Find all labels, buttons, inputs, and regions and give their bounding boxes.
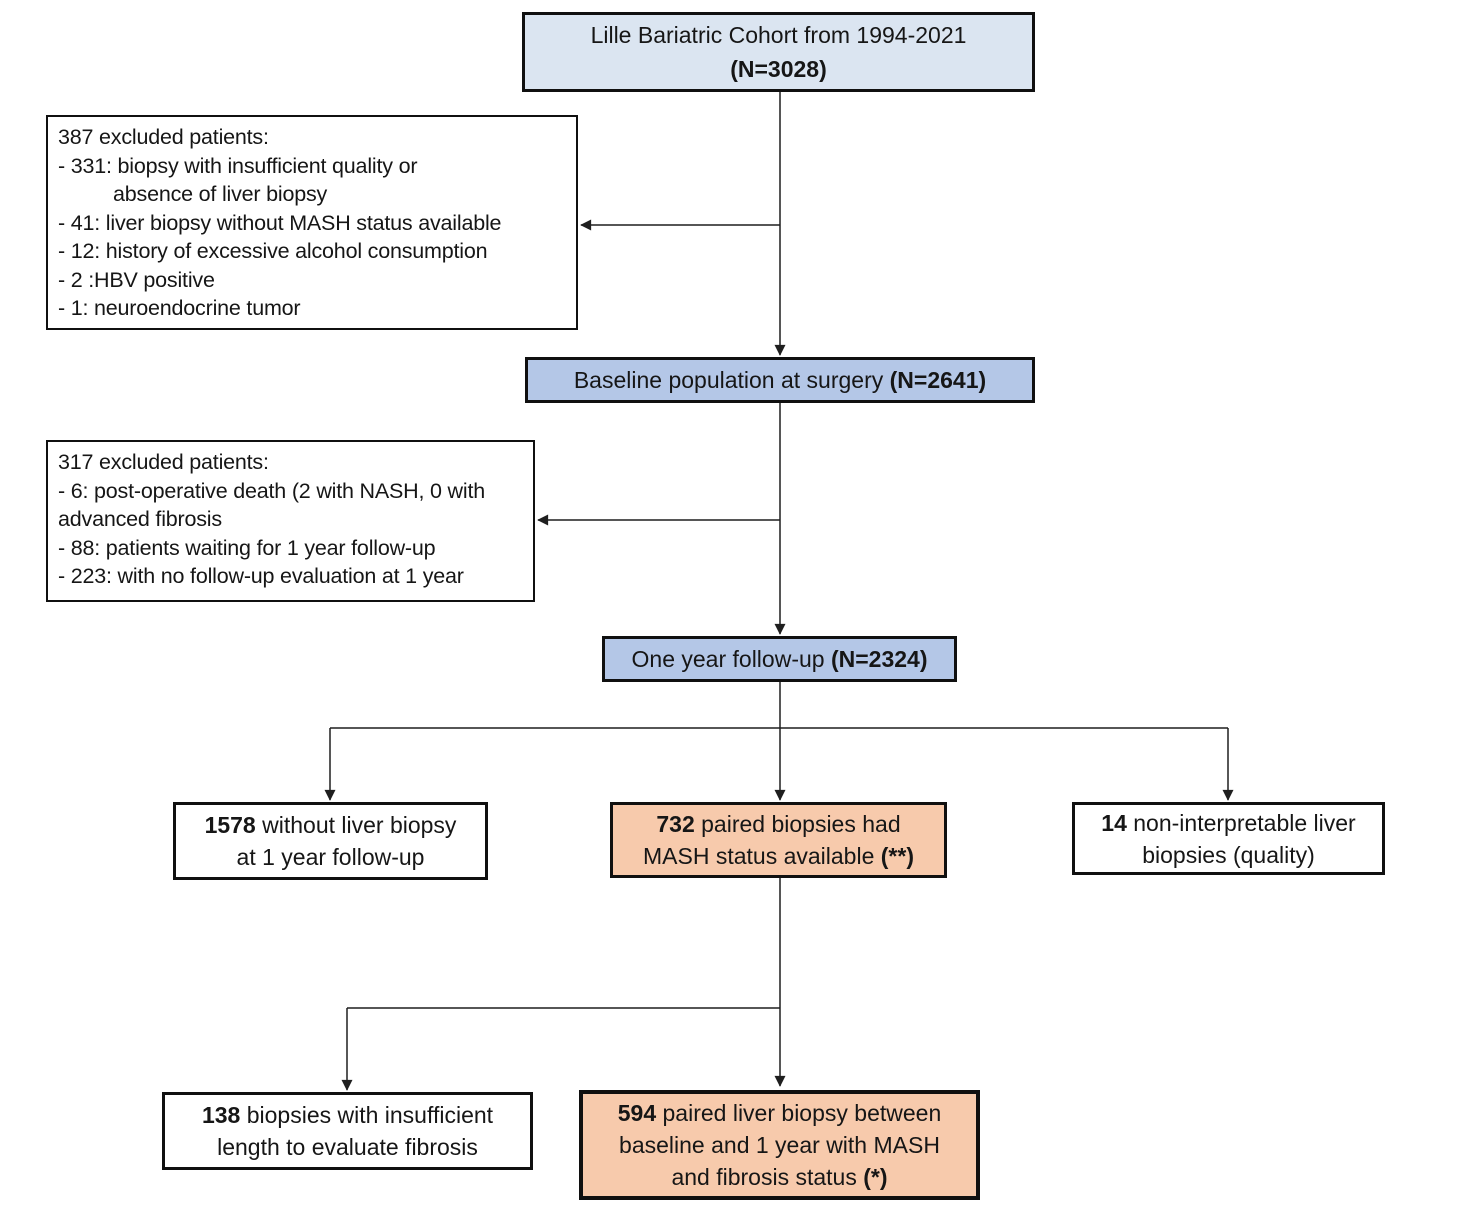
paired-594-marker: (*) [863, 1164, 888, 1190]
paired-732-n: 732 [656, 811, 695, 837]
paired-594-text2: baseline and 1 year with MASH [619, 1132, 940, 1158]
insufficient-n: 138 [201, 1102, 241, 1128]
exclusion-387-item: - 41: liver biopsy without MASH status a… [58, 210, 502, 235]
exclusion-317-item: - 223: with no follow-up evaluation at 1… [58, 564, 464, 588]
exclusion-box-317: 317 excluded patients: - 6: post-operati… [46, 440, 535, 602]
exclusion-387-item: - 2 :HBV positive [58, 267, 215, 292]
paired-732-text1: paired biopsies had [694, 811, 901, 837]
exclusion-317-item: - 88: patients waiting for 1 year follow… [58, 535, 436, 560]
no-biopsy-text1: without liver biopsy [255, 812, 457, 838]
paired-594-n: 594 [617, 1100, 657, 1126]
no-biopsy-n: 1578 [204, 812, 256, 838]
baseline-label: Baseline population at surgery [573, 367, 890, 393]
cohort-title: Lille Bariatric Cohort from 1994-2021 [590, 22, 967, 48]
paired-732-marker: (**) [880, 843, 914, 869]
exclusion-387-item: - 331: biopsy with insufficient quality … [58, 153, 418, 178]
no-biopsy-text2: at 1 year follow-up [236, 844, 425, 870]
exclusion-317-title: 317 excluded patients: [58, 450, 269, 474]
one-year-box: One year follow-up (N=2324) [602, 636, 957, 682]
exclusion-387-item: - 1: neuroendocrine tumor [58, 296, 301, 320]
paired-594-text1: paired liver biopsy between [656, 1100, 942, 1126]
exclusion-box-387: 387 excluded patients: - 331: biopsy wit… [46, 115, 578, 330]
exclusion-387-title: 387 excluded patients: [58, 125, 269, 149]
paired-594-text3: and fibrosis status [671, 1164, 864, 1190]
cohort-n: (N=3028) [730, 56, 827, 82]
baseline-box: Baseline population at surgery (N=2641) [525, 357, 1035, 403]
exclusion-387-item: - 12: history of excessive alcohol consu… [58, 239, 488, 263]
paired-biopsies-732-box: 732 paired biopsies had MASH status avai… [610, 802, 947, 878]
non-interpretable-text1: non-interpretable liver [1126, 809, 1356, 836]
non-interpretable-text2: biopsies (quality) [1142, 841, 1315, 868]
exclusion-317-item: - 6: post-operative death (2 with NASH, … [58, 478, 485, 503]
paired-594-box: 594 paired liver biopsy between baseline… [579, 1090, 980, 1200]
cohort-box: Lille Bariatric Cohort from 1994-2021 (N… [522, 12, 1035, 92]
baseline-n: (N=2641) [889, 367, 987, 393]
no-biopsy-1578-box: 1578 without liver biopsy at 1 year foll… [173, 802, 488, 880]
paired-732-text2: MASH status available [642, 843, 881, 869]
non-interpretable-n: 14 [1101, 809, 1127, 836]
non-interpretable-14-box: 14 non-interpretable liver biopsies (qua… [1072, 802, 1385, 875]
exclusion-317-item: advanced fibrosis [58, 507, 222, 531]
insufficient-length-138-box: 138 biopsies with insufficient length to… [162, 1092, 533, 1170]
one-year-n: (N=2324) [830, 646, 928, 672]
one-year-label: One year follow-up [631, 646, 831, 672]
insufficient-text1: biopsies with insufficient [240, 1102, 494, 1128]
exclusion-387-item: absence of liver biopsy [113, 182, 328, 206]
insufficient-text2: length to evaluate fibrosis [217, 1134, 478, 1160]
